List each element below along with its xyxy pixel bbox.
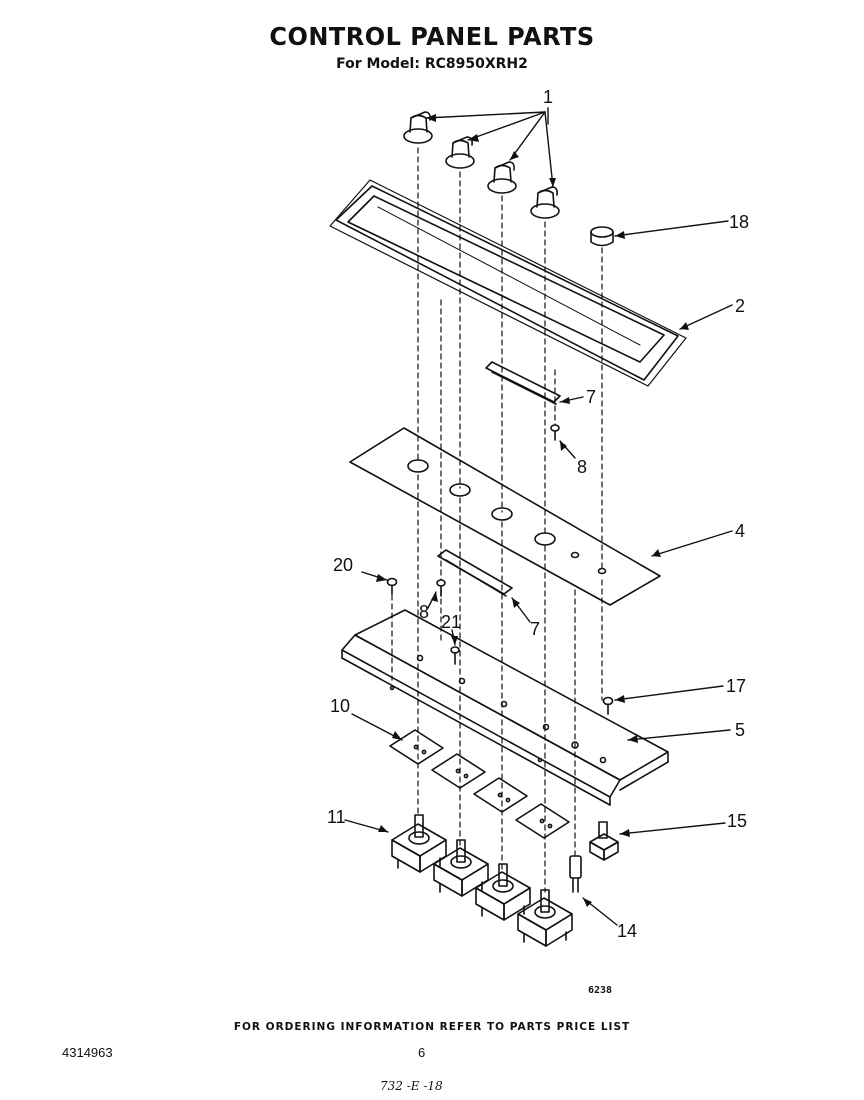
knob-1 [403, 111, 433, 144]
infinite-switch-2 [433, 839, 489, 897]
callout-4: 4 [735, 521, 745, 541]
callout-7-upper: 7 [586, 387, 596, 407]
knob-3 [487, 161, 517, 194]
small-knob-18 [590, 226, 614, 247]
indicator-light-15 [589, 821, 619, 861]
callout-5: 5 [735, 720, 745, 740]
callout-10: 10 [330, 696, 350, 716]
knob-4 [530, 186, 560, 219]
control-panel-frame [329, 179, 687, 387]
figure-number: 6238 [588, 985, 613, 996]
callout-8-upper: 8 [577, 457, 587, 477]
control-mounting-bracket [341, 609, 669, 806]
callout-1: 1 [543, 87, 553, 107]
page-number: 6 [418, 1045, 426, 1060]
infinite-switch-3 [475, 863, 531, 921]
handwritten-code: 732 -E -18 [380, 1079, 443, 1093]
leader-lines [344, 107, 733, 926]
callout-21: 21 [441, 612, 461, 632]
screw-17 [602, 696, 614, 715]
screw-8-upper [550, 424, 560, 441]
model-subtitle: For Model: RC8950XRH2 [336, 56, 528, 72]
document-number: 4314963 [62, 1045, 113, 1060]
callout-20: 20 [333, 555, 353, 575]
callout-15: 15 [727, 811, 747, 831]
callout-17: 17 [726, 676, 746, 696]
callout-18: 18 [729, 212, 749, 232]
alignment-lines [391, 147, 603, 893]
callout-7-lower: 7 [530, 619, 540, 639]
page-title: CONTROL PANEL PARTS [269, 22, 595, 51]
screw-8-lower [436, 579, 446, 597]
panel-overlay [349, 427, 661, 606]
callout-8-lower: 8 [419, 602, 429, 622]
leader-arrowheads [376, 114, 689, 907]
callout-2: 2 [735, 296, 745, 316]
callout-14: 14 [617, 921, 637, 941]
ordering-note: FOR ORDERING INFORMATION REFER TO PARTS … [233, 1021, 631, 1033]
insulator-pads [389, 729, 570, 839]
knob-2 [445, 136, 475, 169]
screw-20 [386, 577, 398, 595]
infinite-switch-4 [517, 889, 573, 947]
retainer-bracket-upper [485, 361, 561, 405]
infinite-switch-1 [391, 814, 447, 873]
screw-21 [450, 646, 460, 665]
callout-11: 11 [327, 807, 346, 827]
retainer-bracket-lower [437, 549, 513, 597]
push-switch-14 [569, 855, 582, 893]
